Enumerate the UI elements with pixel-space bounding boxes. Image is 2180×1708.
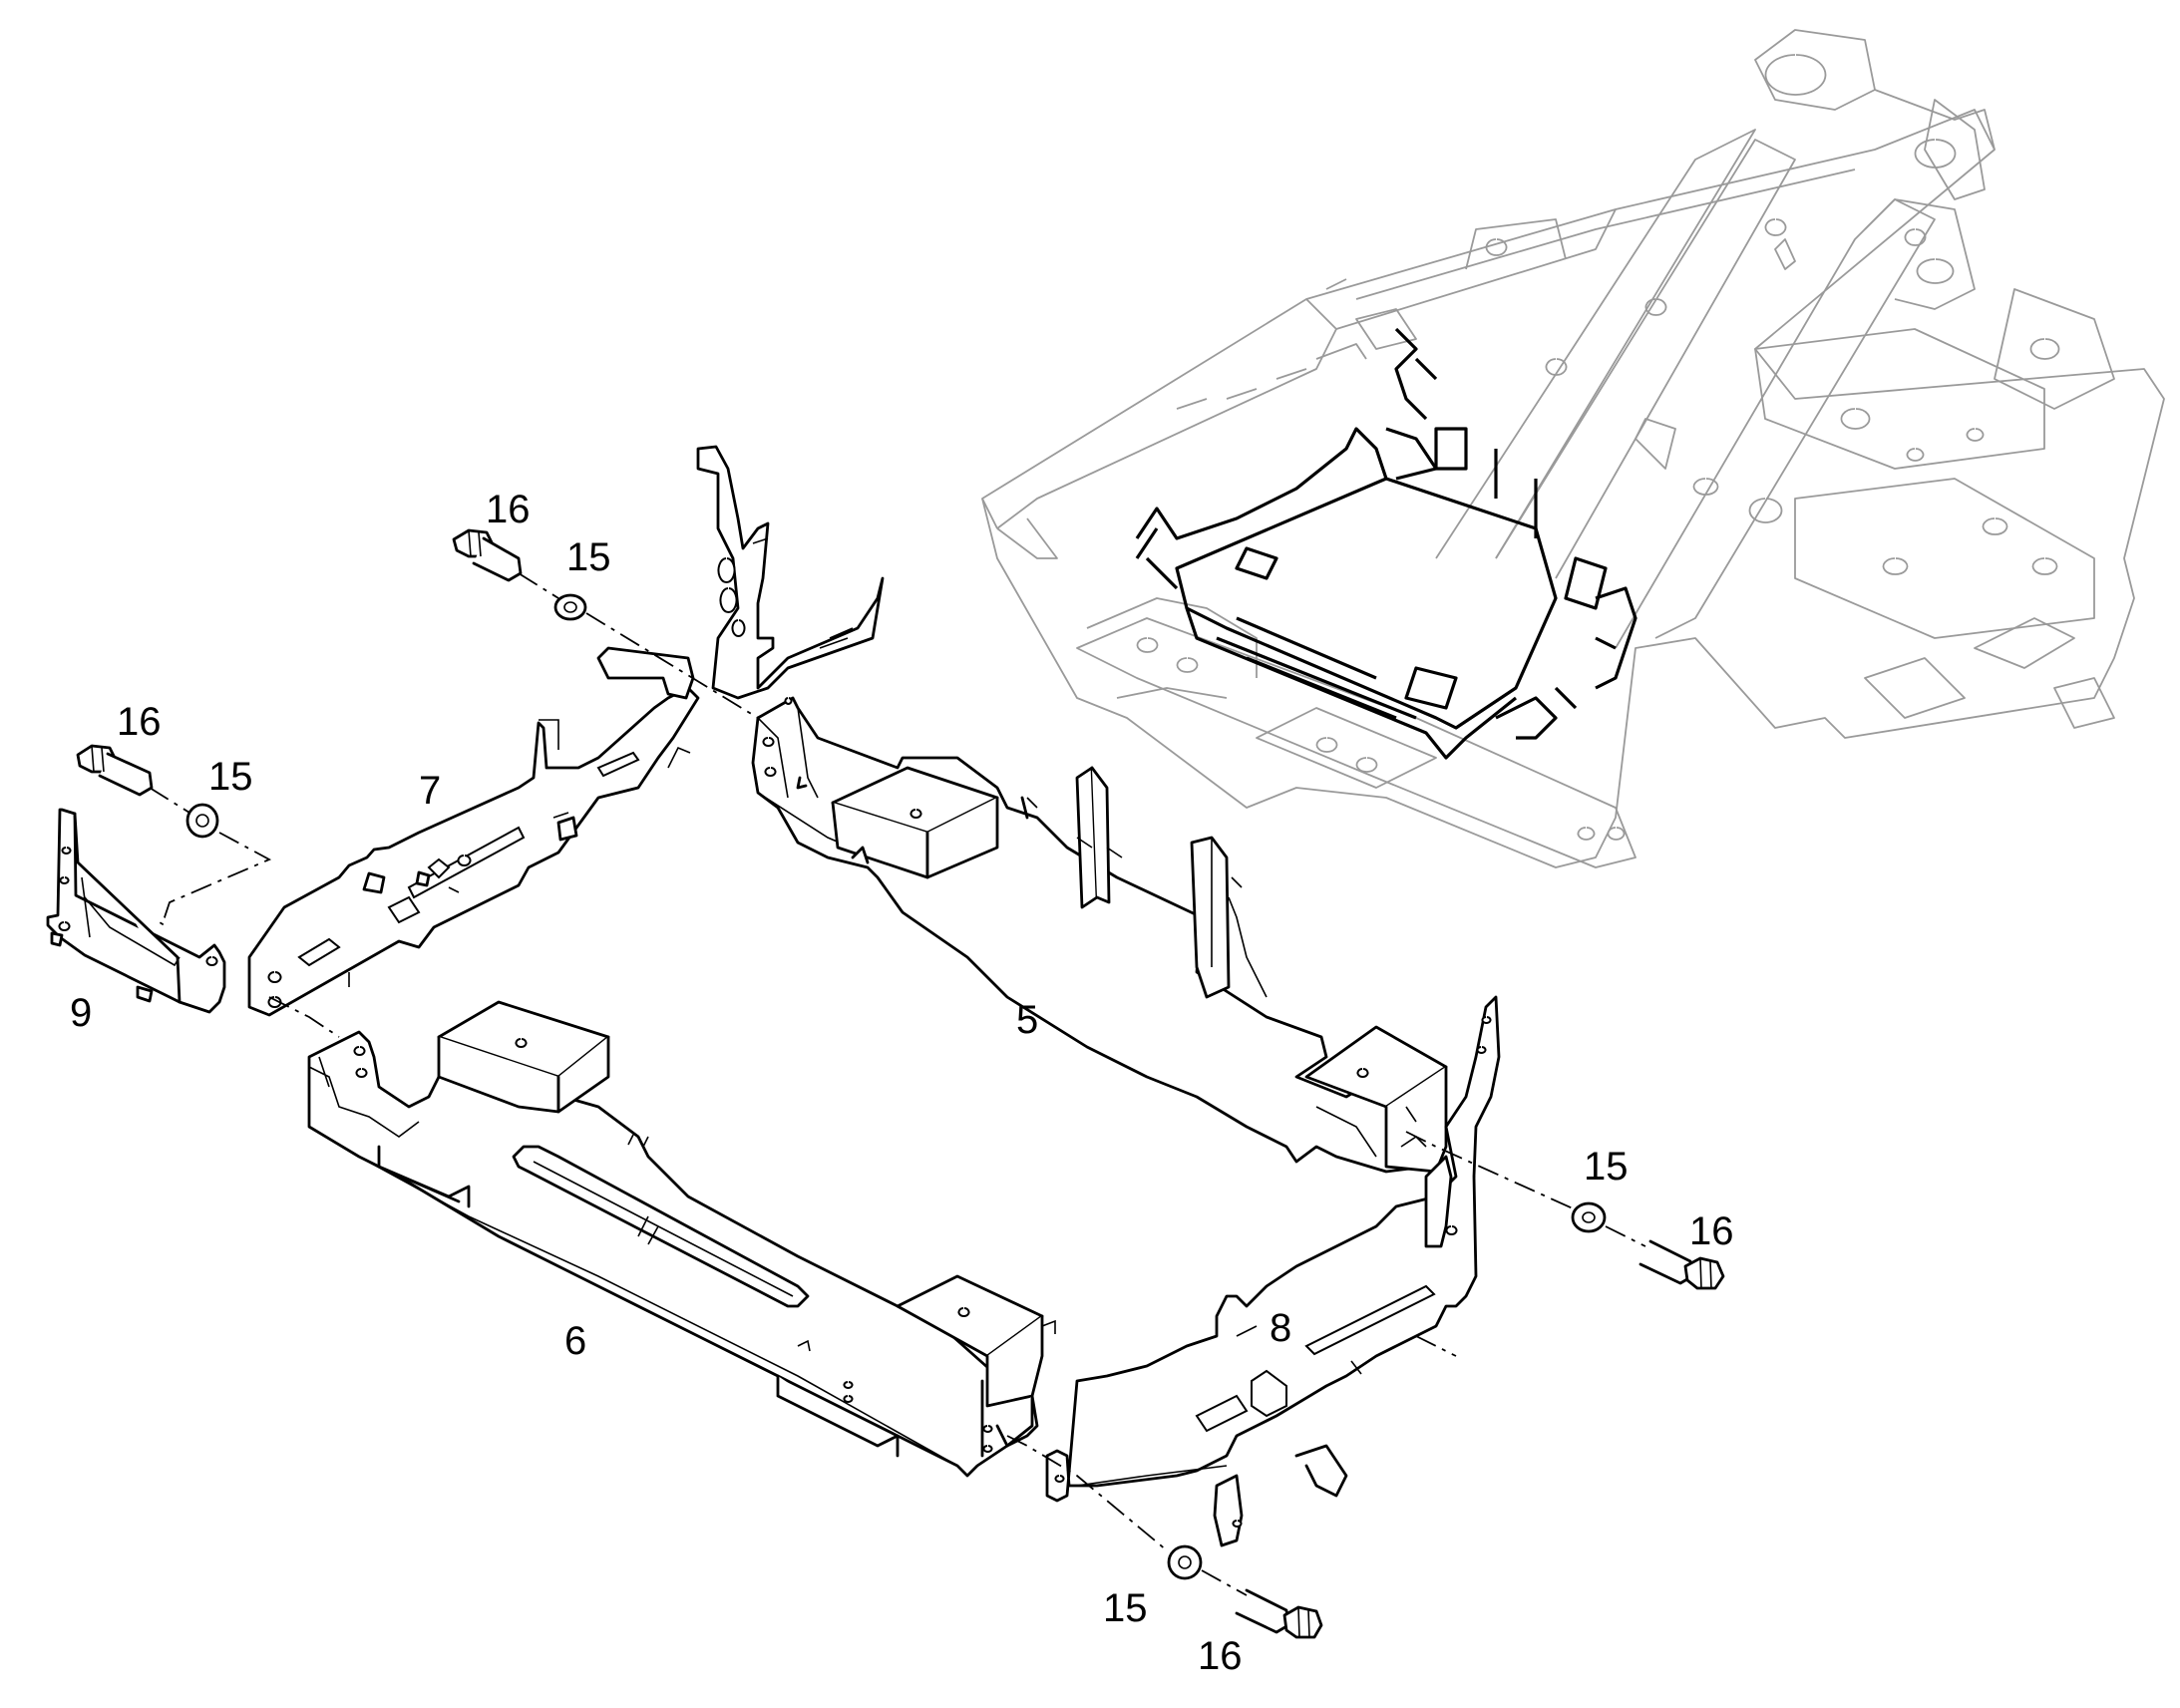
callout-16-bottom: 16	[1198, 1634, 1243, 1678]
assembled-cage-highlight	[1135, 327, 1637, 760]
callout-16-top: 16	[486, 488, 531, 531]
callout-5: 5	[1016, 998, 1038, 1042]
bracket-left	[247, 445, 885, 1017]
washer-15-right	[1571, 1201, 1607, 1233]
washer-15-top	[553, 593, 587, 621]
callouts: 16 15 16 15 7 9 5 6 8 15 16 15 16	[70, 488, 1734, 1678]
callout-15-top: 15	[566, 535, 611, 579]
callout-15-right: 15	[1584, 1145, 1629, 1189]
callout-7: 7	[419, 769, 441, 813]
bolt-16-left	[76, 744, 154, 797]
callout-16-left: 16	[117, 700, 162, 744]
machine-frame-context	[981, 29, 2165, 868]
bolt-16-bottom	[1235, 1588, 1323, 1639]
bracket-right	[1045, 995, 1501, 1547]
callout-15-left: 15	[208, 755, 253, 799]
callout-8: 8	[1270, 1306, 1291, 1350]
callout-9: 9	[70, 991, 92, 1035]
callout-16-right: 16	[1689, 1209, 1734, 1253]
bolt-16-top	[452, 528, 523, 582]
front-beam	[307, 1000, 1056, 1478]
rear-beam	[751, 696, 1448, 1174]
callout-6: 6	[564, 1319, 586, 1363]
assembly-center-lines	[149, 572, 1646, 1596]
bolt-16-right	[1638, 1239, 1725, 1290]
callout-15-bottom: 15	[1103, 1586, 1148, 1630]
washer-15-bottom	[1167, 1544, 1203, 1580]
washer-15-left	[185, 803, 219, 839]
end-bracket	[46, 808, 226, 1014]
